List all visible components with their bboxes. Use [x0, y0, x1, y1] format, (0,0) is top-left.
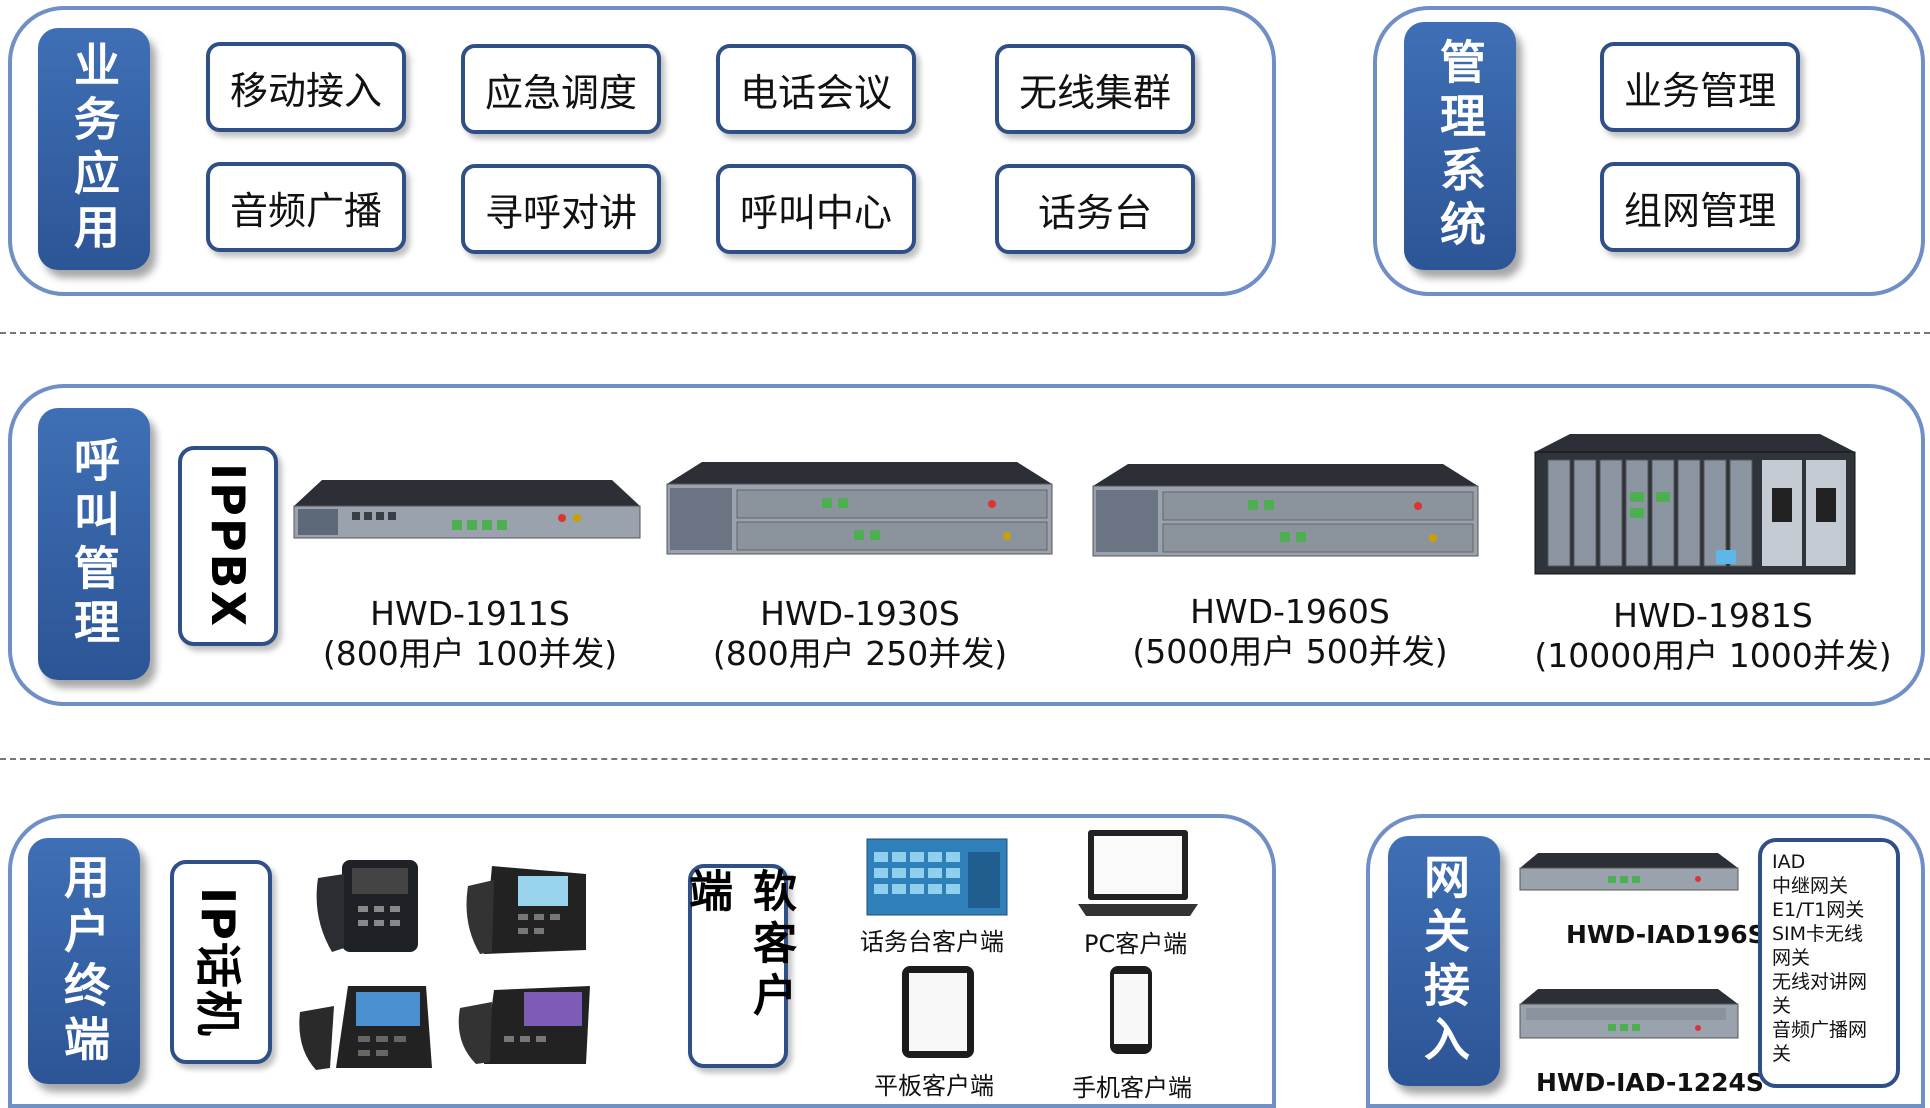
feature-line: 关 [1772, 1043, 1792, 1065]
divider-1 [0, 332, 1930, 334]
device-model: HWD-1930S [760, 594, 960, 633]
ip-phone-tag: IP话机 [170, 860, 272, 1064]
svc-business-mgmt: 业务管理 [1600, 42, 1800, 132]
mobile-client-icon [1110, 966, 1152, 1054]
tablet-client-label: 平板客户端 [874, 1072, 994, 1100]
management-title: 管理系统 [1404, 22, 1516, 270]
divider-2 [0, 758, 1930, 760]
device-spec: (5000用户 500并发) [1132, 632, 1448, 671]
feature-line: 关 [1772, 995, 1792, 1017]
feature-line: 网关 [1772, 947, 1811, 969]
device-model: HWD-1981S [1613, 596, 1813, 635]
device-hwd-1981s-label: HWD-1981S (10000用户 1000并发) [1528, 596, 1898, 676]
ip-phone-icon-3 [299, 986, 432, 1070]
gateway-iad1224s-label: HWD-IAD-1224S [1536, 1068, 1764, 1097]
device-hwd-1911s-image [293, 480, 641, 539]
gateway-iad1224s-image [1519, 989, 1739, 1039]
feature-line: E1/T1网关 [1772, 899, 1865, 921]
device-spec: (800用户 100并发) [322, 634, 618, 673]
feature-line: 音频广播网 [1772, 1019, 1868, 1041]
svc-mobile-access: 移动接入 [206, 42, 406, 132]
device-hwd-1960s-image [1092, 464, 1479, 557]
operator-console-client-icon [866, 838, 1008, 916]
tablet-client-icon [902, 966, 974, 1058]
gateway-iad196s-label: HWD-IAD196S [1566, 920, 1766, 949]
svc-network-mgmt: 组网管理 [1600, 162, 1800, 252]
terminal-title: 用户终端 [28, 838, 140, 1084]
operator-console-client-label: 话务台客户端 [860, 928, 1004, 956]
mobile-client-label: 手机客户端 [1072, 1074, 1192, 1102]
pc-client-label: PC客户端 [1084, 930, 1188, 958]
gateway-title: 网关接入 [1388, 836, 1500, 1086]
ippbx-tag: IPPBX [178, 446, 278, 646]
business-title: 业务应用 [38, 28, 150, 270]
device-hwd-1930s-image [666, 462, 1053, 555]
call-title: 呼叫管理 [38, 408, 150, 680]
feature-line: IAD [1772, 851, 1806, 873]
device-spec: (800用户 250并发) [712, 634, 1008, 673]
device-model: HWD-1911S [370, 594, 570, 633]
svc-audio-broadcast: 音频广播 [206, 162, 406, 252]
feature-line: SIM卡无线 [1772, 923, 1864, 945]
soft-client-tag: 软客户端 [681, 864, 796, 1068]
pc-client-icon [1078, 830, 1198, 916]
feature-line: 无线对讲网 [1772, 971, 1868, 993]
svc-paging-intercom: 寻呼对讲 [461, 164, 661, 254]
ip-phone-icon-2 [466, 866, 586, 954]
svc-wireless-trunk: 无线集群 [995, 44, 1195, 134]
feature-line: 中继网关 [1772, 875, 1849, 897]
device-model: HWD-1960S [1190, 592, 1390, 631]
device-hwd-1911s-label: HWD-1911S (800用户 100并发) [300, 594, 640, 674]
ip-phone-icon-1 [316, 860, 418, 952]
gateway-iad196s-image [1519, 853, 1739, 891]
device-hwd-1930s-label: HWD-1930S (800用户 250并发) [680, 594, 1040, 674]
ip-phone-icon-4 [458, 986, 590, 1064]
svc-emergency-dispatch: 应急调度 [461, 44, 661, 134]
svc-conference: 电话会议 [716, 44, 916, 134]
svc-call-center: 呼叫中心 [716, 164, 916, 254]
device-hwd-1981s-image [1534, 434, 1856, 575]
gateway-feature-list: IAD 中继网关 E1/T1网关 SIM卡无线 网关 无线对讲网 关 音频广播网… [1758, 838, 1900, 1088]
device-hwd-1960s-label: HWD-1960S (5000用户 500并发) [1110, 592, 1470, 672]
svc-operator-console: 话务台 [995, 164, 1195, 254]
device-spec: (10000用户 1000并发) [1534, 636, 1892, 675]
